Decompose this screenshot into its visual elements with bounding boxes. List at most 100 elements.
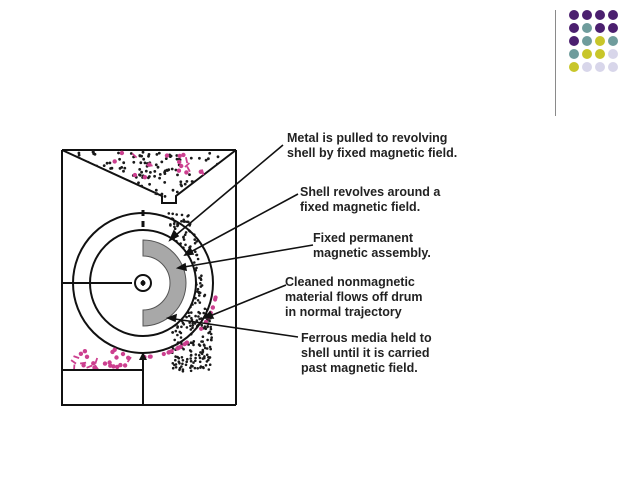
feed-particle (80, 169, 84, 173)
feed-particle (86, 183, 90, 187)
feed-particle (179, 180, 183, 184)
feed-particle (84, 192, 87, 195)
nonmagnetic-particle (196, 367, 199, 370)
feed-particle (77, 193, 80, 197)
decorative-dot (569, 49, 579, 59)
feed-particle (188, 173, 191, 177)
feed-particle (109, 185, 113, 189)
separator-housing (61, 149, 237, 406)
drum-axle (134, 274, 152, 292)
callout-ferrous-media: Ferrous media held to shell until it is … (301, 331, 432, 375)
nonmagnetic-particle (194, 353, 198, 356)
nonmagnetic-particle (194, 301, 197, 305)
feed-particle (202, 178, 205, 182)
feed-particle (221, 190, 225, 194)
nonmagnetic-particle (190, 316, 193, 320)
feed-particle (191, 186, 195, 190)
feed-particle (204, 184, 207, 188)
feed-particle (132, 160, 136, 164)
feed-particle (155, 192, 159, 196)
nonmagnetic-particle (200, 284, 204, 287)
nonmagnetic-particle (208, 319, 211, 323)
feed-particle (108, 161, 112, 165)
callout-fixed-permanent: Fixed permanent magnetic assembly. (313, 231, 431, 260)
nonmagnetic-particle (176, 333, 179, 337)
ferrous-particle (210, 305, 215, 310)
feed-particle (170, 167, 174, 171)
nonmagnetic-particle (199, 351, 202, 354)
feed-particle (84, 168, 88, 172)
feed-particle (69, 168, 73, 172)
collected-ferrous-particle (102, 361, 108, 366)
feed-particle (63, 173, 67, 176)
feed-particle (84, 171, 87, 174)
nonmagnetic-particle (199, 278, 203, 282)
feed-particle (78, 160, 81, 164)
nonmagnetic-particle (189, 366, 192, 370)
feed-particle (143, 161, 147, 165)
decorative-dot (582, 23, 592, 33)
nonmagnetic-particle (200, 323, 203, 327)
collected-ferrous-particle (126, 355, 131, 360)
nonmagnetic-particle (184, 243, 187, 247)
feed-particle (103, 184, 106, 188)
decorative-dot (582, 62, 592, 72)
nonmagnetic-particle (198, 294, 201, 297)
nonmagnetic-particle (193, 241, 197, 245)
nonmagnetic-particle (178, 362, 181, 365)
leader-lines (165, 144, 314, 338)
nonmagnetic-particle (174, 355, 177, 358)
nonmagnetic-particle (185, 315, 188, 319)
collected-ferrous-particle (84, 354, 90, 359)
nonmagnetic-particle (182, 238, 186, 241)
nonmagnetic-particle (201, 357, 205, 360)
ferrous-particle (142, 175, 148, 180)
feed-particle (120, 166, 124, 169)
nonmagnetic-particle (195, 240, 198, 243)
feed-particle (76, 191, 80, 194)
feed-particle (176, 173, 179, 177)
feed-particle (156, 196, 160, 198)
decorative-dot (595, 62, 605, 72)
decorative-dot (608, 62, 618, 72)
feed-particle (116, 188, 120, 192)
feed-particle (153, 170, 157, 173)
feed-particle (148, 175, 151, 178)
feed-particle (220, 179, 223, 182)
nonmagnetic-particle (195, 319, 199, 322)
nonmagnetic-particle (175, 213, 178, 216)
nonmagnetic-particle (199, 282, 202, 285)
nonmagnetic-particle (201, 350, 204, 354)
nonmagnetic-particle (207, 368, 211, 371)
ferrous-particle (114, 177, 119, 182)
feed-particle (216, 155, 220, 159)
nonmagnetic-particle (171, 212, 174, 216)
feed-particle (171, 188, 175, 192)
feed-particle (226, 174, 230, 178)
nonmagnetic-particle (204, 364, 208, 367)
feed-particle (78, 166, 82, 170)
nonmagnetic-particle (209, 325, 212, 329)
nonmagnetic-particle (193, 238, 196, 241)
ferrous-particle (175, 346, 180, 351)
feed-particle (73, 184, 77, 188)
ferrous-particle (178, 344, 183, 349)
nonmagnetic-particle (207, 358, 210, 362)
feed-particle (82, 165, 86, 169)
feed-particle (191, 193, 195, 196)
nonmagnetic-particle (199, 317, 203, 320)
feed-particle (147, 154, 150, 158)
feed-particle (104, 174, 108, 178)
feed-particle (198, 156, 201, 160)
decorative-dot (582, 10, 592, 20)
nonmagnetic-particle (169, 223, 172, 226)
collected-ferrous-particle (111, 364, 116, 369)
feed-particle (160, 192, 164, 196)
nonmagnetic-particle (180, 356, 184, 359)
nonmagnetic-particle (176, 224, 179, 228)
nonmagnetic-particle (184, 363, 188, 367)
nonmagnetic-particle (187, 220, 190, 224)
feed-particle (163, 181, 167, 184)
callout-shell-revolves: Shell revolves around a fixed magnetic f… (300, 185, 441, 214)
